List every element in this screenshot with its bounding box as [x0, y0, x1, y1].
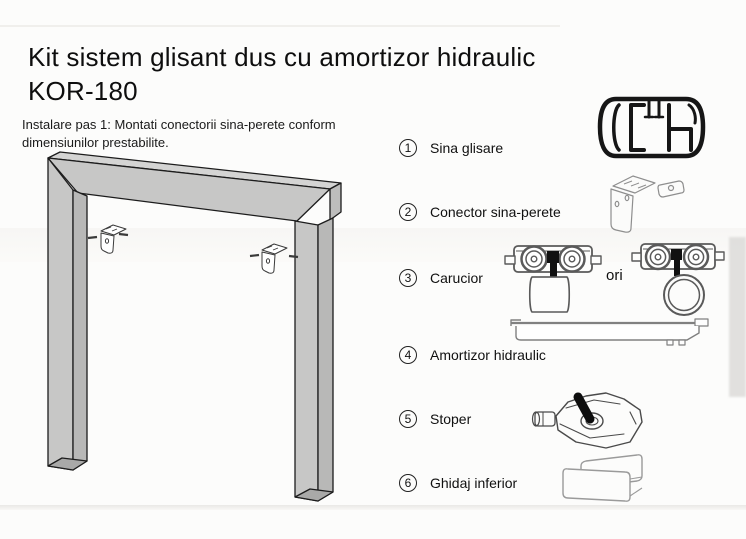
wall-bracket-icon — [610, 175, 685, 233]
item-number-badge: 4 — [399, 346, 417, 364]
parts-list-row-2: 2 Conector sina-perete — [399, 202, 561, 222]
item-label-conector: Conector sina-perete — [430, 204, 561, 220]
item-number-badge: 6 — [399, 474, 417, 492]
hydraulic-damper-icon — [510, 318, 709, 346]
wall-connector-marker-left — [87, 224, 129, 254]
rail-profile-icon — [597, 96, 706, 159]
item-label-stoper: Stoper — [430, 411, 472, 427]
step-instructions: Instalare pas 1: Montati conectorii sina… — [22, 117, 336, 150]
page-title: Kit sistem glisant dus cu amortizor hidr… — [28, 40, 628, 108]
floor-guide-icon — [562, 454, 643, 502]
item-label-ghidaj: Ghidaj inferior — [430, 475, 518, 491]
item-label-sina-glisare: Sina glisare — [430, 140, 504, 156]
item-label-amortizor: Amortizor hidraulic — [430, 347, 546, 363]
page-title-line2: KOR-180 — [28, 76, 138, 106]
wall-connector-marker-right — [249, 243, 299, 274]
page-title-line1: Kit sistem glisant dus cu amortizor hidr… — [28, 42, 536, 72]
trolley-square-hanger-icon — [504, 245, 602, 313]
stopper-icon — [531, 392, 643, 449]
item-number-badge: 5 — [399, 410, 417, 428]
or-label: ori — [606, 267, 623, 284]
parts-list-row-5: 5 Stoper — [399, 409, 471, 429]
parts-list-row-4: 4 Amortizor hidraulic — [399, 345, 546, 365]
parts-list-row-6: 6 Ghidaj inferior — [399, 473, 517, 493]
door-frame-drawing — [47, 151, 342, 502]
trolley-ring-hanger-icon — [631, 243, 725, 316]
parts-list-row-3: 3 Carucior — [399, 268, 483, 288]
item-label-carucior: Carucior — [430, 270, 483, 286]
item-number-badge: 2 — [399, 203, 417, 221]
parts-list-row-1: 1 Sina glisare — [399, 138, 503, 158]
item-number-badge: 3 — [399, 269, 417, 287]
item-number-badge: 1 — [399, 139, 417, 157]
